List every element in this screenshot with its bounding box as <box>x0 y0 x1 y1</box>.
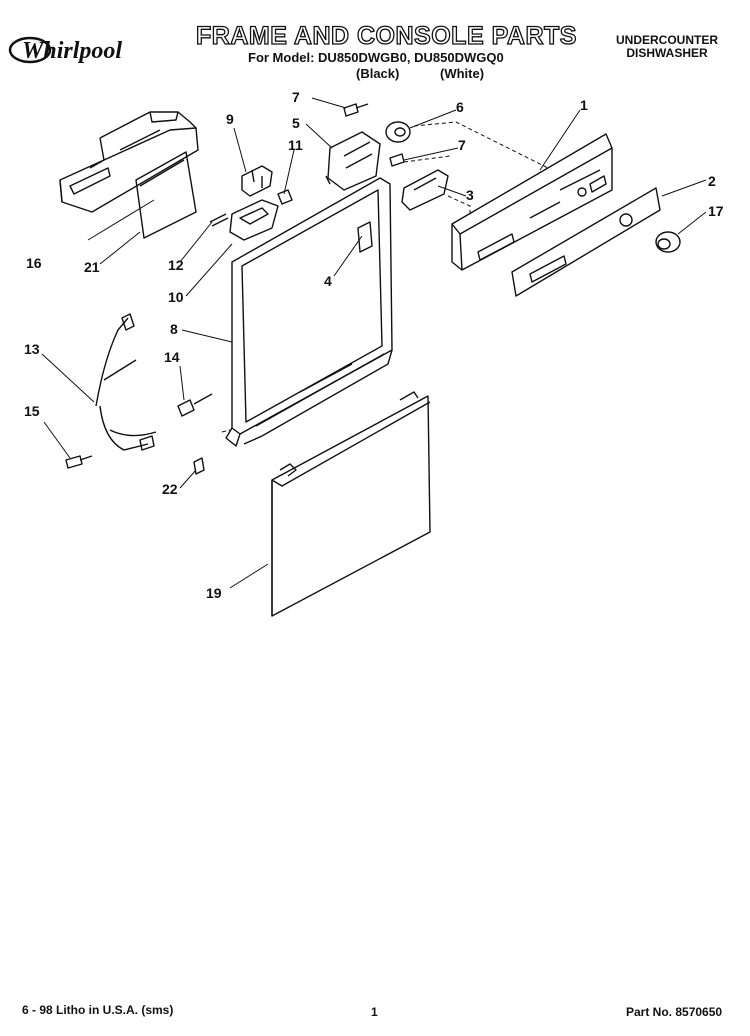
part-15-screw <box>65 455 93 469</box>
part-17-knob <box>655 231 681 253</box>
svg-text:Whirlpool: Whirlpool <box>22 38 122 64</box>
callout-7-top: 7 <box>292 89 300 105</box>
callout-4: 4 <box>324 273 332 289</box>
part-7-screw-top <box>343 103 369 117</box>
page-title: FRAME AND CONSOLE PARTS <box>195 21 577 50</box>
callout-6: 6 <box>456 99 464 115</box>
part-1-console-panel <box>451 133 613 271</box>
part-7-screw-mid <box>389 153 405 167</box>
callout-3: 3 <box>466 187 474 203</box>
callout-17: 17 <box>708 203 724 219</box>
footer-litho: 6 - 98 Litho in U.S.A. (sms) <box>22 1003 174 1017</box>
footer-part-number: Part No. 8570650 <box>626 1005 723 1019</box>
callout-14: 14 <box>164 349 180 365</box>
callout-19: 19 <box>206 585 222 601</box>
callout-1: 1 <box>580 97 588 113</box>
part-13-wiring-harness <box>95 313 157 451</box>
part-5-control <box>325 131 381 191</box>
callout-16: 16 <box>26 255 42 271</box>
part-12-rod <box>209 213 229 227</box>
part-19-door-panel <box>271 391 431 617</box>
callout-2: 2 <box>708 173 716 189</box>
product-type-line1: UNDERCOUNTER <box>616 33 718 47</box>
part-6-knob <box>385 121 411 143</box>
product-type: UNDERCOUNTER DISHWASHER <box>616 34 718 60</box>
callout-13: 13 <box>24 341 40 357</box>
part-9-switch <box>241 165 273 197</box>
part-3-latch <box>401 169 449 211</box>
part-11-connector <box>277 189 293 205</box>
part-22-clip <box>193 457 205 475</box>
callout-labels: 1 2 3 4 5 6 7 7 8 9 10 11 12 13 14 15 16… <box>24 89 724 601</box>
callout-8: 8 <box>170 321 178 337</box>
product-type-line2: DISHWASHER <box>626 46 708 60</box>
callout-21: 21 <box>84 259 100 275</box>
callout-7-mid: 7 <box>458 137 466 153</box>
color-label-white: (White) <box>440 66 485 81</box>
whirlpool-logo: Whirlpool <box>8 28 158 74</box>
callout-10: 10 <box>168 289 184 305</box>
callout-11: 11 <box>288 137 303 153</box>
part-8-door-frame <box>225 177 393 447</box>
callout-5: 5 <box>292 115 300 131</box>
callout-9: 9 <box>226 111 234 127</box>
model-line: For Model: DU850DWGB0, DU850DWGQ0 <box>248 50 504 65</box>
part-21-panel <box>135 151 197 239</box>
callout-22: 22 <box>162 481 178 497</box>
part-2-overlay <box>511 187 661 297</box>
footer-page-number: 1 <box>371 1005 378 1019</box>
part-16-console-vent <box>59 111 199 213</box>
color-label-black: (Black) <box>356 66 400 81</box>
part-14-connector <box>177 393 213 417</box>
callout-12: 12 <box>168 257 184 273</box>
callout-15: 15 <box>24 403 40 419</box>
part-10-bracket <box>229 199 279 241</box>
